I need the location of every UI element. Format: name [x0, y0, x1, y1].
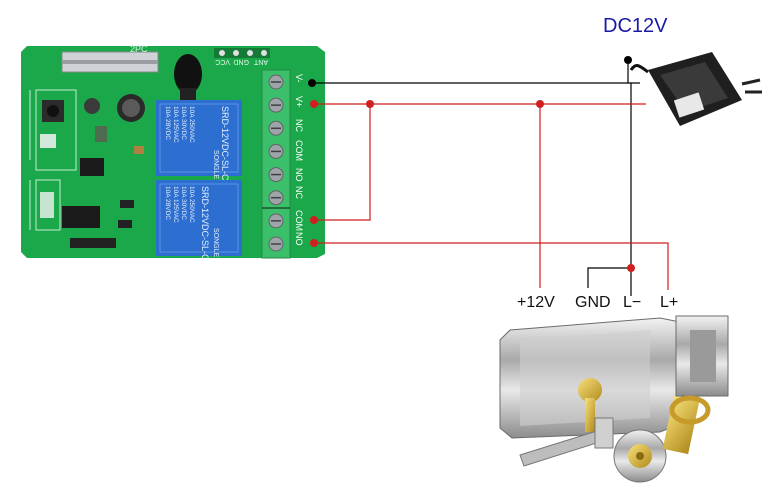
power-label: DC12V	[603, 15, 668, 37]
header-pin-label-0: ANT	[253, 58, 268, 65]
relay-2-brand: SONGLE	[212, 228, 219, 258]
relay-2-model: SRD-12VDC-SL-C	[200, 186, 210, 261]
relay-2-rating-2: 10A 125VAC	[172, 186, 179, 223]
relay-2-rating-1: 10A 30VDC	[180, 186, 187, 220]
relay-2-rating-0: 10A 250VAC	[188, 186, 195, 223]
lock-terminal-gnd: GND	[575, 294, 611, 311]
relay-2-rating-3: 10A 28VDC	[164, 186, 171, 220]
relay-1-rating-3: 10A 28VDC	[164, 106, 171, 140]
terminal-label-1: V+	[294, 96, 304, 107]
lock-terminal-l-minus: L−	[623, 294, 641, 311]
junction-dot	[308, 79, 316, 87]
relay-1-brand: SONGLE	[212, 150, 219, 180]
antenna-coil-icon	[174, 54, 202, 94]
lock-terminal-plus12v: +12V	[517, 294, 555, 311]
terminal-label-4: NO	[294, 168, 304, 182]
relay-1: SRD-12VDC-SL-C 10A 250VAC 10A 30VDC 10A …	[156, 100, 242, 181]
terminal-label-2: NC	[294, 119, 304, 132]
relay-1-rating-1: 10A 30VDC	[180, 106, 187, 140]
terminal-label-0: V-	[294, 74, 304, 83]
relay-1-rating-2: 10A 125VAC	[172, 106, 179, 143]
terminal-label-3: COM	[294, 140, 304, 161]
junction-dot	[310, 216, 318, 224]
relay-2: SRD-12VDC-SL-C 10A 250VAC 10A 30VDC 10A …	[156, 180, 242, 261]
relay-1-rating-0: 10A 250VAC	[188, 106, 195, 143]
junction-dot	[366, 100, 374, 108]
header-pin-label-1: GND	[233, 58, 249, 65]
power-adapter-icon	[629, 52, 762, 126]
junction-dot	[536, 100, 544, 108]
wire-com-link	[314, 104, 371, 221]
electric-lock-icon	[499, 315, 729, 483]
header-pin-label-2: VCC	[215, 58, 230, 65]
junction-dots	[308, 56, 635, 272]
wiring	[312, 60, 669, 296]
ic-chip-icon	[80, 158, 104, 176]
junction-dot	[624, 56, 632, 64]
terminal-screws	[268, 74, 284, 252]
terminal-label-5: NC	[294, 186, 304, 199]
relay-1-model: SRD-12VDC-SL-C	[220, 106, 230, 181]
junction-dot	[310, 239, 318, 247]
board-model-text: 2PC	[130, 44, 148, 54]
wire-no-to-lplus	[314, 242, 669, 290]
header-pins	[214, 48, 270, 58]
terminal-label-6: COM	[294, 210, 304, 231]
terminal-label-7: NO	[294, 232, 304, 246]
junction-dot	[627, 264, 635, 272]
lock-terminal-l-plus: L+	[660, 294, 678, 311]
wire-gnd	[587, 267, 631, 288]
junction-dot	[310, 100, 318, 108]
